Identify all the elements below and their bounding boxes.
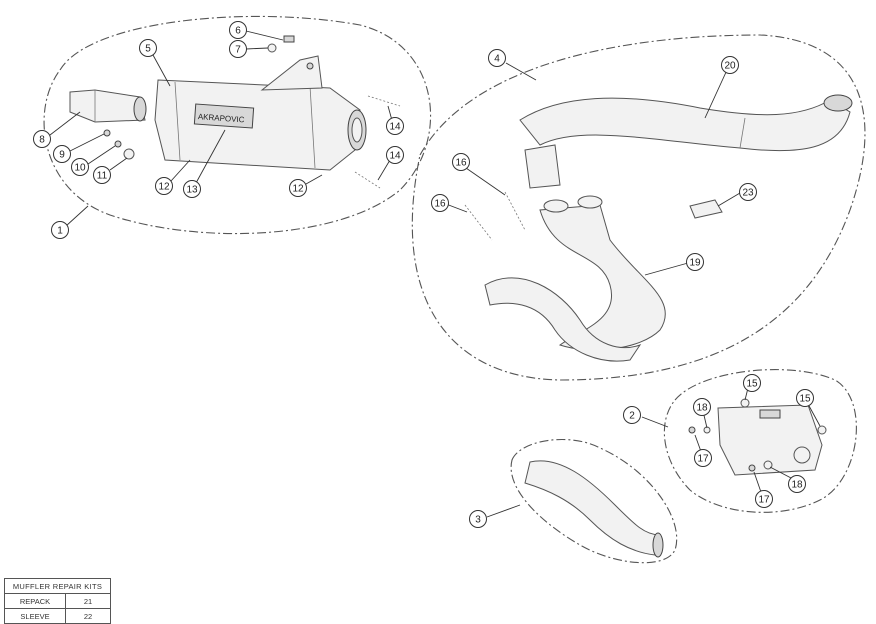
callout-14b: 14 bbox=[386, 146, 404, 164]
svg-text:14: 14 bbox=[389, 151, 401, 162]
bracket-23 bbox=[689, 199, 723, 219]
svg-text:10: 10 bbox=[74, 163, 86, 174]
muffler-brand-label: AKRAPOVIC bbox=[198, 112, 245, 124]
callout-23: 23 bbox=[739, 183, 757, 201]
group-outline-heat-shield bbox=[663, 369, 857, 513]
callout-2: 2 bbox=[623, 406, 641, 424]
spring-16a bbox=[464, 204, 493, 241]
svg-text:23: 23 bbox=[742, 188, 754, 199]
callout-5: 5 bbox=[139, 39, 157, 57]
callout-3: 3 bbox=[469, 510, 487, 528]
svg-text:4: 4 bbox=[494, 54, 500, 65]
repair-kit-number: 22 bbox=[65, 608, 111, 624]
svg-text:16: 16 bbox=[455, 158, 467, 169]
spring-16b bbox=[504, 191, 526, 231]
callout-8: 8 bbox=[33, 130, 51, 148]
svg-text:6: 6 bbox=[235, 26, 241, 37]
leader-lines bbox=[49, 30, 821, 518]
table-row: SLEEVE 22 bbox=[4, 608, 111, 624]
end-cap bbox=[69, 89, 147, 123]
repair-kit-name: REPACK bbox=[4, 593, 66, 609]
callout-15b: 15 bbox=[796, 389, 814, 407]
svg-text:11: 11 bbox=[97, 171, 108, 182]
svg-text:15: 15 bbox=[746, 379, 758, 390]
svg-text:12: 12 bbox=[158, 182, 170, 193]
muffler-body: AKRAPOVIC bbox=[154, 79, 367, 171]
callout-15a: 15 bbox=[743, 374, 761, 392]
link-pipe bbox=[524, 460, 664, 558]
repair-kits-table-title: MUFFLER REPAIR KITS bbox=[4, 578, 111, 594]
svg-text:1: 1 bbox=[57, 226, 63, 237]
callout-11: 11 bbox=[93, 166, 111, 184]
washer-7 bbox=[267, 43, 277, 53]
svg-text:2: 2 bbox=[629, 411, 635, 422]
callout-14a: 14 bbox=[386, 117, 404, 135]
group-outline-link-pipe bbox=[510, 438, 678, 564]
group-outline-muffler bbox=[43, 15, 431, 235]
header-pipe-19 bbox=[539, 195, 666, 351]
header-pipe-lower bbox=[484, 277, 642, 362]
callout-1: 1 bbox=[51, 221, 69, 239]
callout-4: 4 bbox=[488, 49, 506, 67]
callout-16a: 16 bbox=[452, 153, 470, 171]
group-outline-headers bbox=[411, 34, 866, 381]
callout-12a: 12 bbox=[155, 177, 173, 195]
callout-6: 6 bbox=[229, 21, 247, 39]
repair-kit-name: SLEEVE bbox=[4, 608, 66, 624]
callout-7: 7 bbox=[229, 40, 247, 58]
svg-text:20: 20 bbox=[724, 61, 736, 72]
svg-text:18: 18 bbox=[696, 403, 708, 414]
svg-text:7: 7 bbox=[235, 45, 241, 56]
muffler-repair-kits-table: MUFFLER REPAIR KITS REPACK 21 SLEEVE 22 bbox=[4, 578, 111, 624]
callout-9: 9 bbox=[53, 145, 71, 163]
callout-10: 10 bbox=[71, 158, 89, 176]
svg-text:12: 12 bbox=[292, 184, 304, 195]
svg-text:8: 8 bbox=[39, 135, 45, 146]
callout-17a: 17 bbox=[694, 449, 712, 467]
callout-12b: 12 bbox=[289, 179, 307, 197]
svg-text:19: 19 bbox=[689, 258, 701, 269]
bolt-6 bbox=[283, 35, 295, 43]
svg-text:13: 13 bbox=[186, 185, 198, 196]
spring-14b bbox=[354, 171, 381, 189]
callout-18a: 18 bbox=[693, 398, 711, 416]
svg-text:5: 5 bbox=[145, 44, 151, 55]
callout-19: 19 bbox=[686, 253, 704, 271]
svg-text:17: 17 bbox=[697, 454, 709, 465]
callout-17b: 17 bbox=[755, 490, 773, 508]
svg-text:18: 18 bbox=[791, 480, 803, 491]
muffler-bracket bbox=[260, 55, 323, 91]
callout-20: 20 bbox=[721, 56, 739, 74]
table-row: REPACK 21 bbox=[4, 593, 111, 609]
callout-16b: 16 bbox=[431, 194, 449, 212]
header-pipe-20 bbox=[519, 94, 853, 152]
svg-text:14: 14 bbox=[389, 122, 401, 133]
callout-13: 13 bbox=[183, 180, 201, 198]
svg-text:16: 16 bbox=[434, 199, 446, 210]
svg-text:17: 17 bbox=[758, 495, 770, 506]
collector-flange bbox=[524, 144, 561, 189]
fasteners-9-10-11 bbox=[103, 129, 135, 160]
spring-14a bbox=[367, 95, 401, 107]
svg-text:3: 3 bbox=[475, 515, 481, 526]
callout-18b: 18 bbox=[788, 475, 806, 493]
repair-kit-number: 21 bbox=[65, 593, 111, 609]
svg-text:15: 15 bbox=[799, 394, 811, 405]
svg-text:9: 9 bbox=[59, 150, 65, 161]
fasteners-17-18 bbox=[688, 398, 827, 472]
